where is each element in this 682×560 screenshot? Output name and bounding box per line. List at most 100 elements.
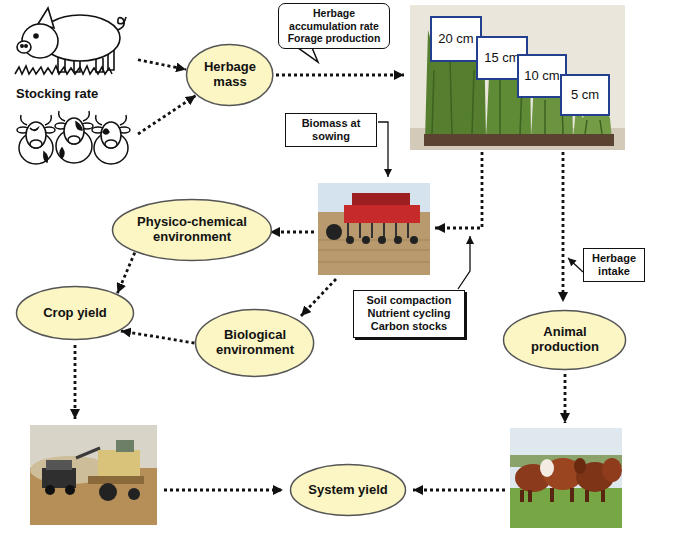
grass-height-photo (424, 134, 614, 146)
callout-leader (378, 122, 583, 289)
cows-drawing (30, 128, 38, 131)
sowing-photo (394, 236, 402, 244)
group-label: Stocking rate (16, 86, 98, 102)
height-tag: 20 cm (430, 16, 482, 62)
cattle-photo (602, 458, 622, 482)
callout-leader (568, 258, 583, 272)
cows-drawing (92, 115, 130, 164)
pig-drawing (34, 34, 38, 38)
cows-drawing (55, 111, 93, 163)
cows-drawing (103, 129, 109, 134)
ellipse-outline (113, 200, 272, 261)
sowing-photo (348, 223, 408, 238)
harvest-photo (76, 448, 100, 458)
ellipse-label: Crop yield (43, 306, 107, 321)
callout-leader (458, 236, 470, 289)
height-label: 10 cm (524, 68, 559, 84)
callout-leader (378, 122, 388, 177)
ellipse-outline (187, 45, 273, 106)
dotted-flow-arrow (435, 152, 482, 228)
ellipse-outline (17, 287, 134, 340)
sowing-photo (352, 193, 410, 205)
cows-drawing (64, 118, 84, 144)
pig-drawing (15, 8, 126, 74)
pig-drawing (21, 45, 23, 47)
cows-drawing (105, 140, 117, 148)
pig-drawing (25, 45, 27, 47)
callout-tail (298, 48, 318, 62)
dotted-flow-arrow (564, 374, 567, 423)
dotted-flow-arrow (301, 279, 336, 316)
cows-drawing (68, 136, 80, 144)
harvest-photo (98, 450, 140, 480)
pig-drawing (118, 17, 126, 30)
cows-drawing (44, 152, 48, 162)
callout-box: Biomass at sowing (285, 113, 377, 147)
pig-drawing (17, 41, 31, 53)
sowing-photo (318, 183, 430, 275)
grass-height-photo (410, 5, 625, 150)
cows-drawing (17, 111, 130, 164)
dotted-connector (117, 253, 134, 294)
harvest-photo (88, 476, 144, 484)
process-ellipse: System yield (289, 463, 407, 517)
harvest-photo (116, 440, 134, 452)
cows-drawing (101, 122, 121, 148)
cattle-photo (510, 428, 622, 528)
cattle-photo (522, 488, 603, 502)
callout-text: Herbage accumulation rate (283, 7, 385, 32)
dotted-connector (121, 331, 194, 343)
dotted-flow-arrow (413, 489, 505, 492)
callout-box: Soil compactionNutrient cyclingCarbon st… (353, 290, 465, 338)
sowing-photo (346, 236, 354, 244)
height-tag: 5 cm (560, 74, 610, 116)
harvest-photo (128, 488, 140, 500)
process-ellipse: Biological environment (194, 308, 315, 378)
dotted-flow-arrow (562, 152, 565, 302)
sowing-photo (326, 224, 342, 240)
sowing-photo (362, 236, 370, 244)
ellipse-label: System yield (308, 483, 388, 498)
harvest-photo (30, 425, 157, 525)
process-ellipse: Crop yield (15, 285, 135, 341)
cattle-photo (540, 459, 554, 477)
ellipse-label: Physico-chemical environment (131, 215, 253, 245)
dotted-flow-arrow (164, 489, 283, 492)
dotted-connector (138, 96, 196, 134)
cows-drawing (76, 122, 82, 130)
height-label: 5 cm (571, 87, 599, 103)
speech-callout: Herbage accumulation rateForage producti… (278, 3, 390, 49)
sowing-photo (344, 205, 420, 223)
cows-drawing (26, 122, 46, 148)
ellipse-outline (196, 310, 314, 377)
ellipse-label: Animal production (520, 325, 610, 355)
height-label: 15 cm (484, 50, 519, 66)
cows-drawing (30, 140, 42, 148)
callout-text: Forage production (283, 32, 385, 45)
pig-drawing (15, 66, 112, 74)
ellipse-label: Biological environment (209, 328, 301, 358)
callout-text: Nutrient cycling (358, 307, 460, 320)
dotted-flow-arrow (75, 75, 565, 490)
sowing-photo (410, 236, 418, 244)
callout-box: Herbage intake (583, 248, 645, 282)
cows-drawing (17, 115, 55, 164)
harvest-photo (30, 468, 157, 525)
dotted-connector (138, 60, 186, 70)
harvest-photo (46, 460, 72, 470)
sowing-photo (378, 236, 386, 244)
cattle-photo (574, 458, 586, 474)
callout-text: Herbage intake (588, 252, 640, 278)
harvest-photo (65, 485, 75, 495)
callout-text: Biomass at sowing (290, 117, 372, 143)
harvest-photo (42, 468, 76, 488)
height-label: 20 cm (438, 31, 473, 47)
process-ellipse: Animal production (502, 309, 627, 371)
grass-height-photo (410, 5, 625, 150)
callout-text: Carbon stocks (358, 320, 460, 333)
stocking-rate-group: Stocking rate (10, 2, 138, 167)
harvest-photo (45, 485, 55, 495)
dotted-flow-arrow (276, 74, 404, 77)
process-ellipse: Herbage mass (185, 43, 274, 107)
